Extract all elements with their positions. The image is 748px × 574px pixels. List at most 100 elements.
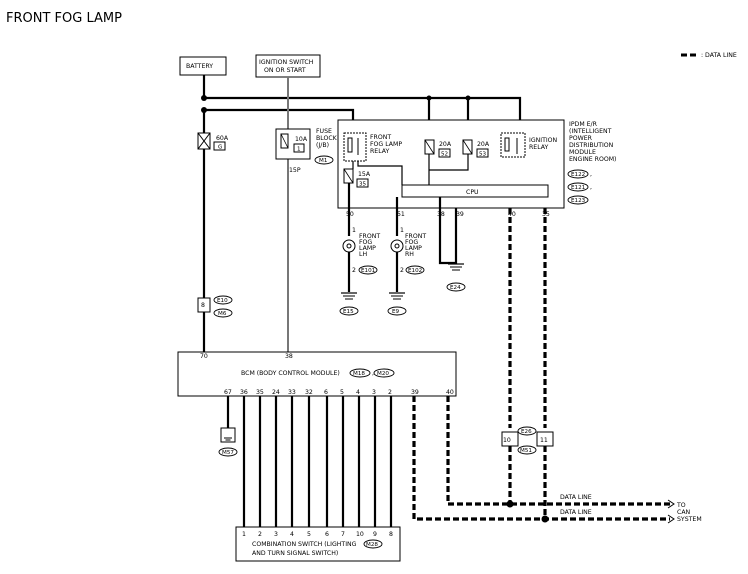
svg-text:3: 3 bbox=[372, 389, 376, 396]
svg-text:35: 35 bbox=[256, 389, 264, 396]
svg-text:RELAY: RELAY bbox=[370, 148, 390, 155]
svg-text:DATA LINE: DATA LINE bbox=[560, 494, 592, 501]
svg-text:7: 7 bbox=[341, 531, 345, 538]
svg-text:15A: 15A bbox=[358, 171, 371, 178]
junction-dot bbox=[506, 500, 514, 508]
svg-text:FOG LAMP: FOG LAMP bbox=[370, 141, 402, 148]
svg-text:G: G bbox=[218, 145, 222, 151]
svg-text:IGNITION SWITCH: IGNITION SWITCH bbox=[259, 59, 314, 66]
diagram-title: FRONT FOG LAMP bbox=[6, 11, 122, 26]
svg-text:32: 32 bbox=[305, 389, 313, 396]
svg-text:DATA LINE: DATA LINE bbox=[560, 509, 592, 516]
svg-text:COMBINATION SWITCH (LIGHTING: COMBINATION SWITCH (LIGHTING bbox=[252, 541, 357, 548]
svg-text:40: 40 bbox=[508, 211, 516, 218]
svg-text:FRONT: FRONT bbox=[405, 233, 426, 240]
svg-text:FOG: FOG bbox=[405, 239, 418, 246]
svg-text:ENGINE ROOM): ENGINE ROOM) bbox=[569, 156, 616, 163]
svg-text:E9: E9 bbox=[392, 309, 400, 315]
ground-e15: E15 bbox=[339, 292, 359, 316]
svg-text:20A: 20A bbox=[477, 141, 490, 148]
svg-text:5: 5 bbox=[340, 389, 344, 396]
battery: BATTERY bbox=[179, 56, 227, 76]
svg-text:10: 10 bbox=[356, 531, 364, 538]
svg-text:6: 6 bbox=[325, 531, 329, 538]
svg-text:(INTELLIGENT: (INTELLIGENT bbox=[569, 128, 612, 135]
fuse-block-jb: 10A 1 FUSE BLOCK (J/B) M1 15P bbox=[275, 128, 338, 174]
svg-text:35: 35 bbox=[359, 182, 367, 188]
svg-text:6: 6 bbox=[324, 389, 328, 396]
svg-text:M28: M28 bbox=[366, 542, 378, 548]
svg-text:4: 4 bbox=[356, 389, 360, 396]
junction-dot bbox=[465, 95, 471, 101]
svg-text:M1: M1 bbox=[319, 158, 328, 164]
svg-text:ON OR START: ON OR START bbox=[264, 67, 306, 74]
svg-text:DISTRIBUTION: DISTRIBUTION bbox=[569, 142, 614, 149]
ground-m57: M57 bbox=[218, 427, 238, 457]
svg-text:CPU: CPU bbox=[466, 189, 479, 196]
bcm-bottom-pins: 67 36 35 24 33 32 6 5 4 3 2 39 40 bbox=[224, 389, 454, 396]
svg-text:33: 33 bbox=[288, 389, 296, 396]
svg-text:1: 1 bbox=[297, 147, 301, 153]
wire-pin38-ground bbox=[438, 197, 458, 265]
svg-text:10: 10 bbox=[503, 437, 511, 444]
svg-text:51: 51 bbox=[397, 211, 405, 218]
svg-text:10A: 10A bbox=[295, 136, 308, 143]
ipdm-pins: 50 51 38 39 40 35 bbox=[346, 211, 550, 218]
svg-text:POWER: POWER bbox=[569, 135, 593, 142]
junction-dot bbox=[426, 95, 432, 101]
svg-text:E10: E10 bbox=[217, 298, 228, 304]
svg-text:MODULE: MODULE bbox=[569, 149, 596, 156]
fusible-link-60a: 60A G bbox=[197, 132, 229, 151]
svg-text:,: , bbox=[590, 184, 592, 191]
svg-text:36: 36 bbox=[240, 389, 248, 396]
svg-text:2: 2 bbox=[352, 267, 356, 274]
can-data-line-bcm-40 bbox=[446, 396, 670, 506]
ignition-relay: IGNITION RELAY bbox=[500, 132, 558, 158]
svg-text:15P: 15P bbox=[289, 167, 301, 174]
svg-text:39: 39 bbox=[411, 389, 419, 396]
ground-e9: E9 bbox=[387, 292, 407, 316]
svg-text:SYSTEM: SYSTEM bbox=[677, 516, 702, 523]
svg-text:E123: E123 bbox=[571, 198, 586, 204]
svg-text:3: 3 bbox=[274, 531, 278, 538]
svg-text:4: 4 bbox=[290, 531, 294, 538]
svg-text:BCM (BODY CONTROL MODULE): BCM (BODY CONTROL MODULE) bbox=[241, 370, 340, 377]
svg-text:E101: E101 bbox=[361, 268, 376, 274]
can-data-line-bcm-39 bbox=[412, 396, 670, 521]
svg-text:E102: E102 bbox=[408, 268, 422, 274]
svg-text:IPDM E/R: IPDM E/R bbox=[569, 121, 598, 128]
data-line-labels: DATA LINE DATA LINE bbox=[560, 494, 592, 516]
svg-text:2: 2 bbox=[400, 267, 404, 274]
svg-text:FRONT: FRONT bbox=[370, 134, 391, 141]
svg-text:IGNITION: IGNITION bbox=[529, 137, 558, 144]
svg-text:,: , bbox=[372, 370, 374, 377]
front-fog-lamp-rh: 1 FRONT FOG LAMP RH 2 E102 bbox=[390, 227, 426, 275]
bcm: 70 38 BCM (BODY CONTROL MODULE) M18 , M2… bbox=[177, 351, 457, 397]
svg-text:M51: M51 bbox=[520, 448, 532, 454]
svg-text:39: 39 bbox=[456, 211, 464, 218]
svg-text:FUSE: FUSE bbox=[316, 128, 332, 135]
svg-text:20A: 20A bbox=[439, 141, 452, 148]
svg-text:1: 1 bbox=[242, 531, 246, 538]
svg-text:2: 2 bbox=[388, 389, 392, 396]
ignition-switch: IGNITION SWITCH ON OR START bbox=[255, 54, 321, 78]
svg-text:RELAY: RELAY bbox=[529, 144, 549, 151]
bcm-combo-wires bbox=[242, 396, 393, 527]
svg-text:BATTERY: BATTERY bbox=[186, 63, 213, 70]
legend: : DATA LINE bbox=[681, 52, 737, 59]
svg-text:60A: 60A bbox=[216, 135, 229, 142]
wire-fuses-to-cpu bbox=[428, 154, 469, 185]
svg-text:E24: E24 bbox=[450, 285, 461, 291]
svg-text:FRONT: FRONT bbox=[359, 233, 380, 240]
svg-text:40: 40 bbox=[446, 389, 454, 396]
svg-text:M18: M18 bbox=[353, 371, 365, 377]
svg-text:LAMP: LAMP bbox=[359, 245, 376, 252]
svg-text:38: 38 bbox=[285, 353, 293, 360]
svg-text:LH: LH bbox=[359, 251, 367, 258]
junction-dot bbox=[541, 515, 549, 523]
svg-text:E26: E26 bbox=[521, 429, 532, 435]
svg-text:AND TURN SIGNAL SWITCH): AND TURN SIGNAL SWITCH) bbox=[252, 550, 338, 557]
svg-text:E122: E122 bbox=[571, 172, 585, 178]
svg-text:70: 70 bbox=[200, 353, 208, 360]
